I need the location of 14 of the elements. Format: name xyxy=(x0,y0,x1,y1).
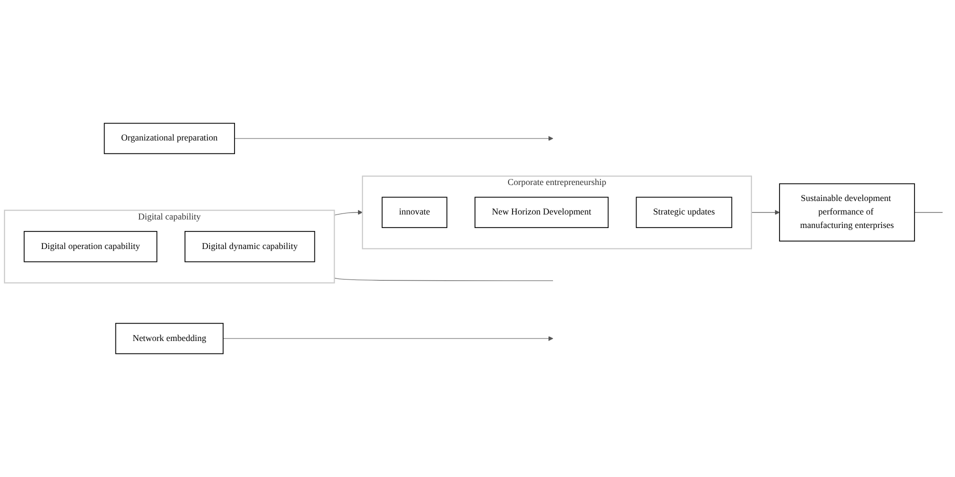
node-box: innovate xyxy=(382,196,448,228)
arrow xyxy=(222,336,554,341)
node-box: New Horizon Development xyxy=(474,196,609,228)
connector xyxy=(334,278,554,282)
node-box: Digital operation capability xyxy=(24,230,158,262)
node-box: Organizational preparation xyxy=(104,122,235,154)
arrow xyxy=(751,210,780,215)
node-box: Network embedding xyxy=(115,322,224,354)
arrow xyxy=(234,136,554,141)
node-box: Strategic updates xyxy=(636,196,732,228)
node-box: Sustainable development performance of manufacturing enterprises xyxy=(779,183,915,242)
arrow xyxy=(334,210,363,216)
node-box: Digital dynamic capability xyxy=(184,230,316,262)
connector xyxy=(914,212,943,213)
